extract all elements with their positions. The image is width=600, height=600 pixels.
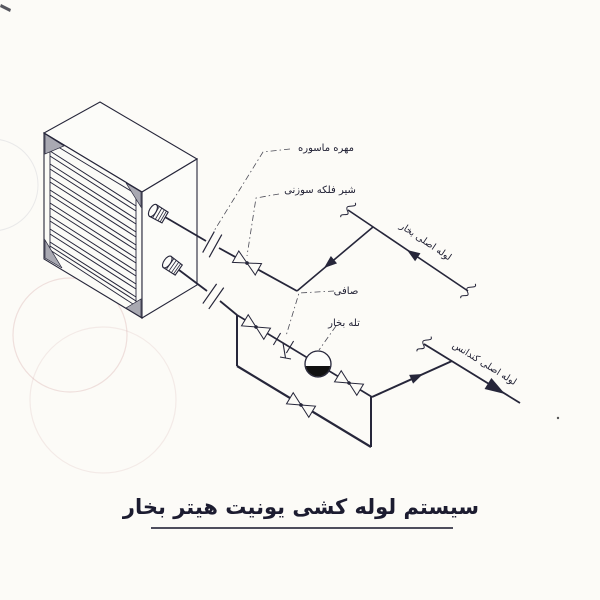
label-steam-trap: تله بخار (327, 318, 360, 329)
bypass-valve-icon (285, 391, 317, 419)
louver-grille (49, 150, 137, 302)
pipe-nozzle-upper (147, 203, 169, 224)
strainer-icon (272, 332, 295, 360)
scan-corner-mark (0, 4, 11, 12)
corner-gussets (44, 133, 142, 318)
label-union-nut: مهره ماسوره (298, 143, 354, 154)
needle-valve-icon (231, 250, 263, 276)
union-icon-lower (202, 283, 225, 310)
diagram-title: سیستم لوله کشی یونیت هیتر بخار (122, 495, 479, 519)
heater-side-face (141, 158, 198, 319)
steam-trap-icon (304, 350, 332, 378)
leader-union-nut (213, 148, 291, 232)
leader-needle-valve (246, 193, 280, 257)
leader-lines (213, 148, 337, 351)
scan-smudge-circle (29, 326, 177, 474)
flow-arrow-steam-in (324, 255, 338, 268)
flow-arrow-condensate-main (484, 377, 505, 394)
flow-arrow-steam-main (407, 250, 421, 262)
steam-branch-pipe (164, 216, 207, 242)
title-block: سیستم لوله کشی یونیت هیتر بخار (122, 495, 479, 529)
unit-heater-drawing (42, 101, 199, 319)
gusset-top-left (44, 133, 65, 155)
gate-valve-icon-1 (240, 313, 272, 341)
union-icon-upper (202, 231, 223, 258)
leader-strainer (285, 290, 335, 337)
leader-steam-trap (318, 325, 337, 351)
condensate-branch-pipe (178, 269, 208, 292)
condensate-branch-pipe (219, 300, 238, 316)
gusset-bottom-right (125, 298, 142, 318)
scan-smudge-circle (0, 139, 39, 231)
gusset-bottom-left (44, 238, 63, 269)
pipe-break-icon (340, 202, 357, 218)
scan-artifacts (0, 4, 560, 474)
label-strainer: صافی (334, 286, 359, 297)
pipe-break-icon (416, 336, 432, 352)
scan-smudge-circle (12, 277, 128, 393)
piping-network (164, 202, 521, 448)
scan-speck (556, 416, 560, 420)
flow-arrow-condensate-out (409, 374, 423, 384)
pipe-nozzle-lower (161, 255, 184, 276)
label-needle-valve: شیر فلکه سوزنی (284, 185, 356, 196)
label-steam-main-pipe: لوله اصلی بخار (397, 220, 454, 263)
pipe-break-icon (460, 283, 477, 299)
gate-valve-icon-2 (333, 369, 365, 397)
gusset-top-right (125, 182, 142, 209)
steam-branch-riser (296, 226, 374, 292)
